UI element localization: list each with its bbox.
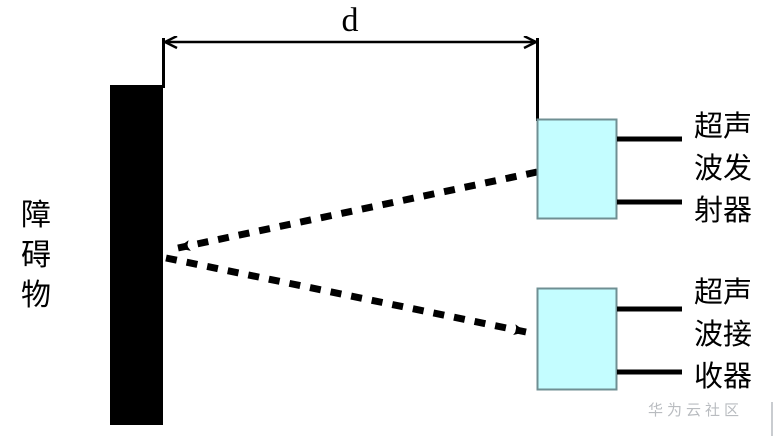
transmitter-label: 超声 波发 射器: [694, 111, 753, 227]
distance-label: d: [341, 2, 359, 39]
emitted-beam: [177, 168, 538, 252]
obstacle-label: 障 碍 物: [21, 199, 51, 312]
transmitter-box[interactable]: [536, 118, 618, 220]
watermark-mark: [771, 402, 773, 436]
obstacle-bar: [110, 85, 163, 425]
reflected-beam: [165, 254, 527, 336]
receiver-box[interactable]: [536, 287, 618, 391]
watermark-text: 华为云社区: [648, 403, 744, 419]
receiver-label: 超声 波接 收器: [694, 277, 753, 393]
